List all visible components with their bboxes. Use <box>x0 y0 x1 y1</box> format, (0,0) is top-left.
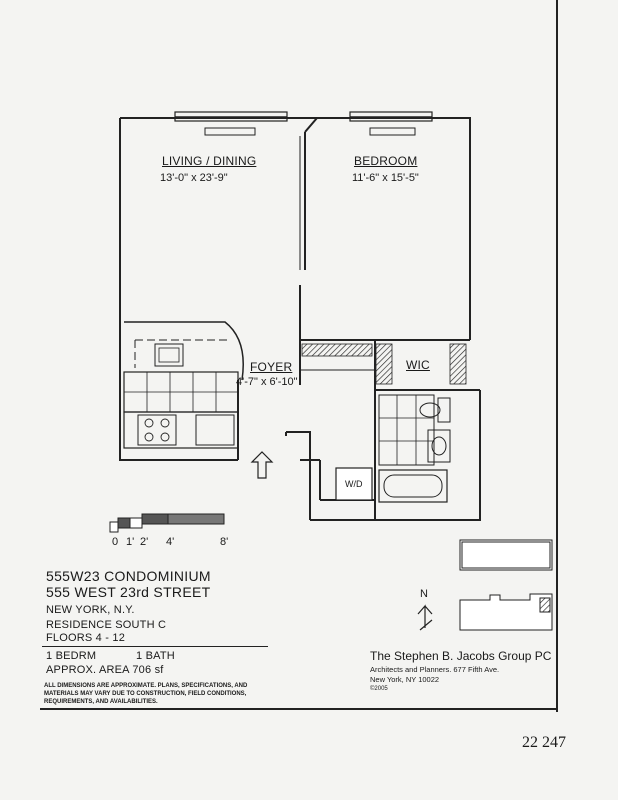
bedroom-dims: 11'-6" x 15'-5" <box>352 172 419 184</box>
scale-label-2: 2' <box>140 536 149 548</box>
disclaimer-line-1: ALL DIMENSIONS ARE APPROXIMATE. PLANS, S… <box>44 683 248 689</box>
street-address: 555 WEST 23rd STREET <box>46 584 211 600</box>
scale-label-0: 0 <box>112 536 119 548</box>
scale-label-1: 1' <box>126 536 135 548</box>
kitchen <box>123 321 244 449</box>
copyright: ©2005 <box>370 686 388 692</box>
disclaimer-line-2: MATERIALS MAY VARY DUE TO CONSTRUCTION, … <box>44 691 247 697</box>
windows <box>174 111 433 136</box>
bedroom-label: BEDROOM <box>354 154 418 168</box>
scale-bar <box>109 513 225 533</box>
sheet-border-bottom <box>40 708 558 710</box>
firm-address-line-1: Architects and Planners. 677 Fifth Ave. <box>370 665 500 674</box>
city: NEW YORK, N.Y. <box>46 604 135 616</box>
scale-label-4: 4' <box>166 536 175 548</box>
bathroom <box>378 394 451 503</box>
exterior-walls <box>119 117 481 521</box>
firm-address-line-2: New York, NY 10022 <box>370 675 440 684</box>
scale-label-8: 8' <box>220 536 229 548</box>
bedrooms: 1 BEDRM <box>46 650 97 662</box>
residence-line: RESIDENCE SOUTH C <box>46 619 167 631</box>
title-divider <box>42 646 268 647</box>
foyer-label: FOYER <box>250 360 293 374</box>
floors-line: FLOORS 4 - 12 <box>46 632 126 644</box>
living-dining-dims: 13'-0" x 23'-9" <box>160 172 228 184</box>
page-number: 22 247 <box>522 734 566 751</box>
living-dining-label: LIVING / DINING <box>162 154 257 168</box>
closet-hatching <box>301 343 467 385</box>
north-label: N <box>420 588 428 600</box>
key-plan <box>459 539 553 631</box>
interior-walls <box>299 117 480 520</box>
firm-name: The Stephen B. Jacobs Group PC <box>370 649 552 663</box>
building-name: 555W23 CONDOMINIUM <box>46 568 211 584</box>
north-arrow-icon <box>417 604 433 631</box>
washer-dryer <box>335 467 373 501</box>
bathrooms: 1 BATH <box>136 650 175 662</box>
disclaimer-line-3: REQUIREMENTS, AND AVAILABILITIES. <box>44 699 158 705</box>
foyer-dims: 4'-7" x 6'-10" <box>236 376 298 388</box>
wd-label: W/D <box>345 479 363 489</box>
approx-area: APPROX. AREA 706 sf <box>46 664 164 676</box>
sheet-border-right <box>556 0 558 712</box>
wic-label: WIC <box>406 358 430 372</box>
entry-arrow-icon <box>250 451 274 479</box>
